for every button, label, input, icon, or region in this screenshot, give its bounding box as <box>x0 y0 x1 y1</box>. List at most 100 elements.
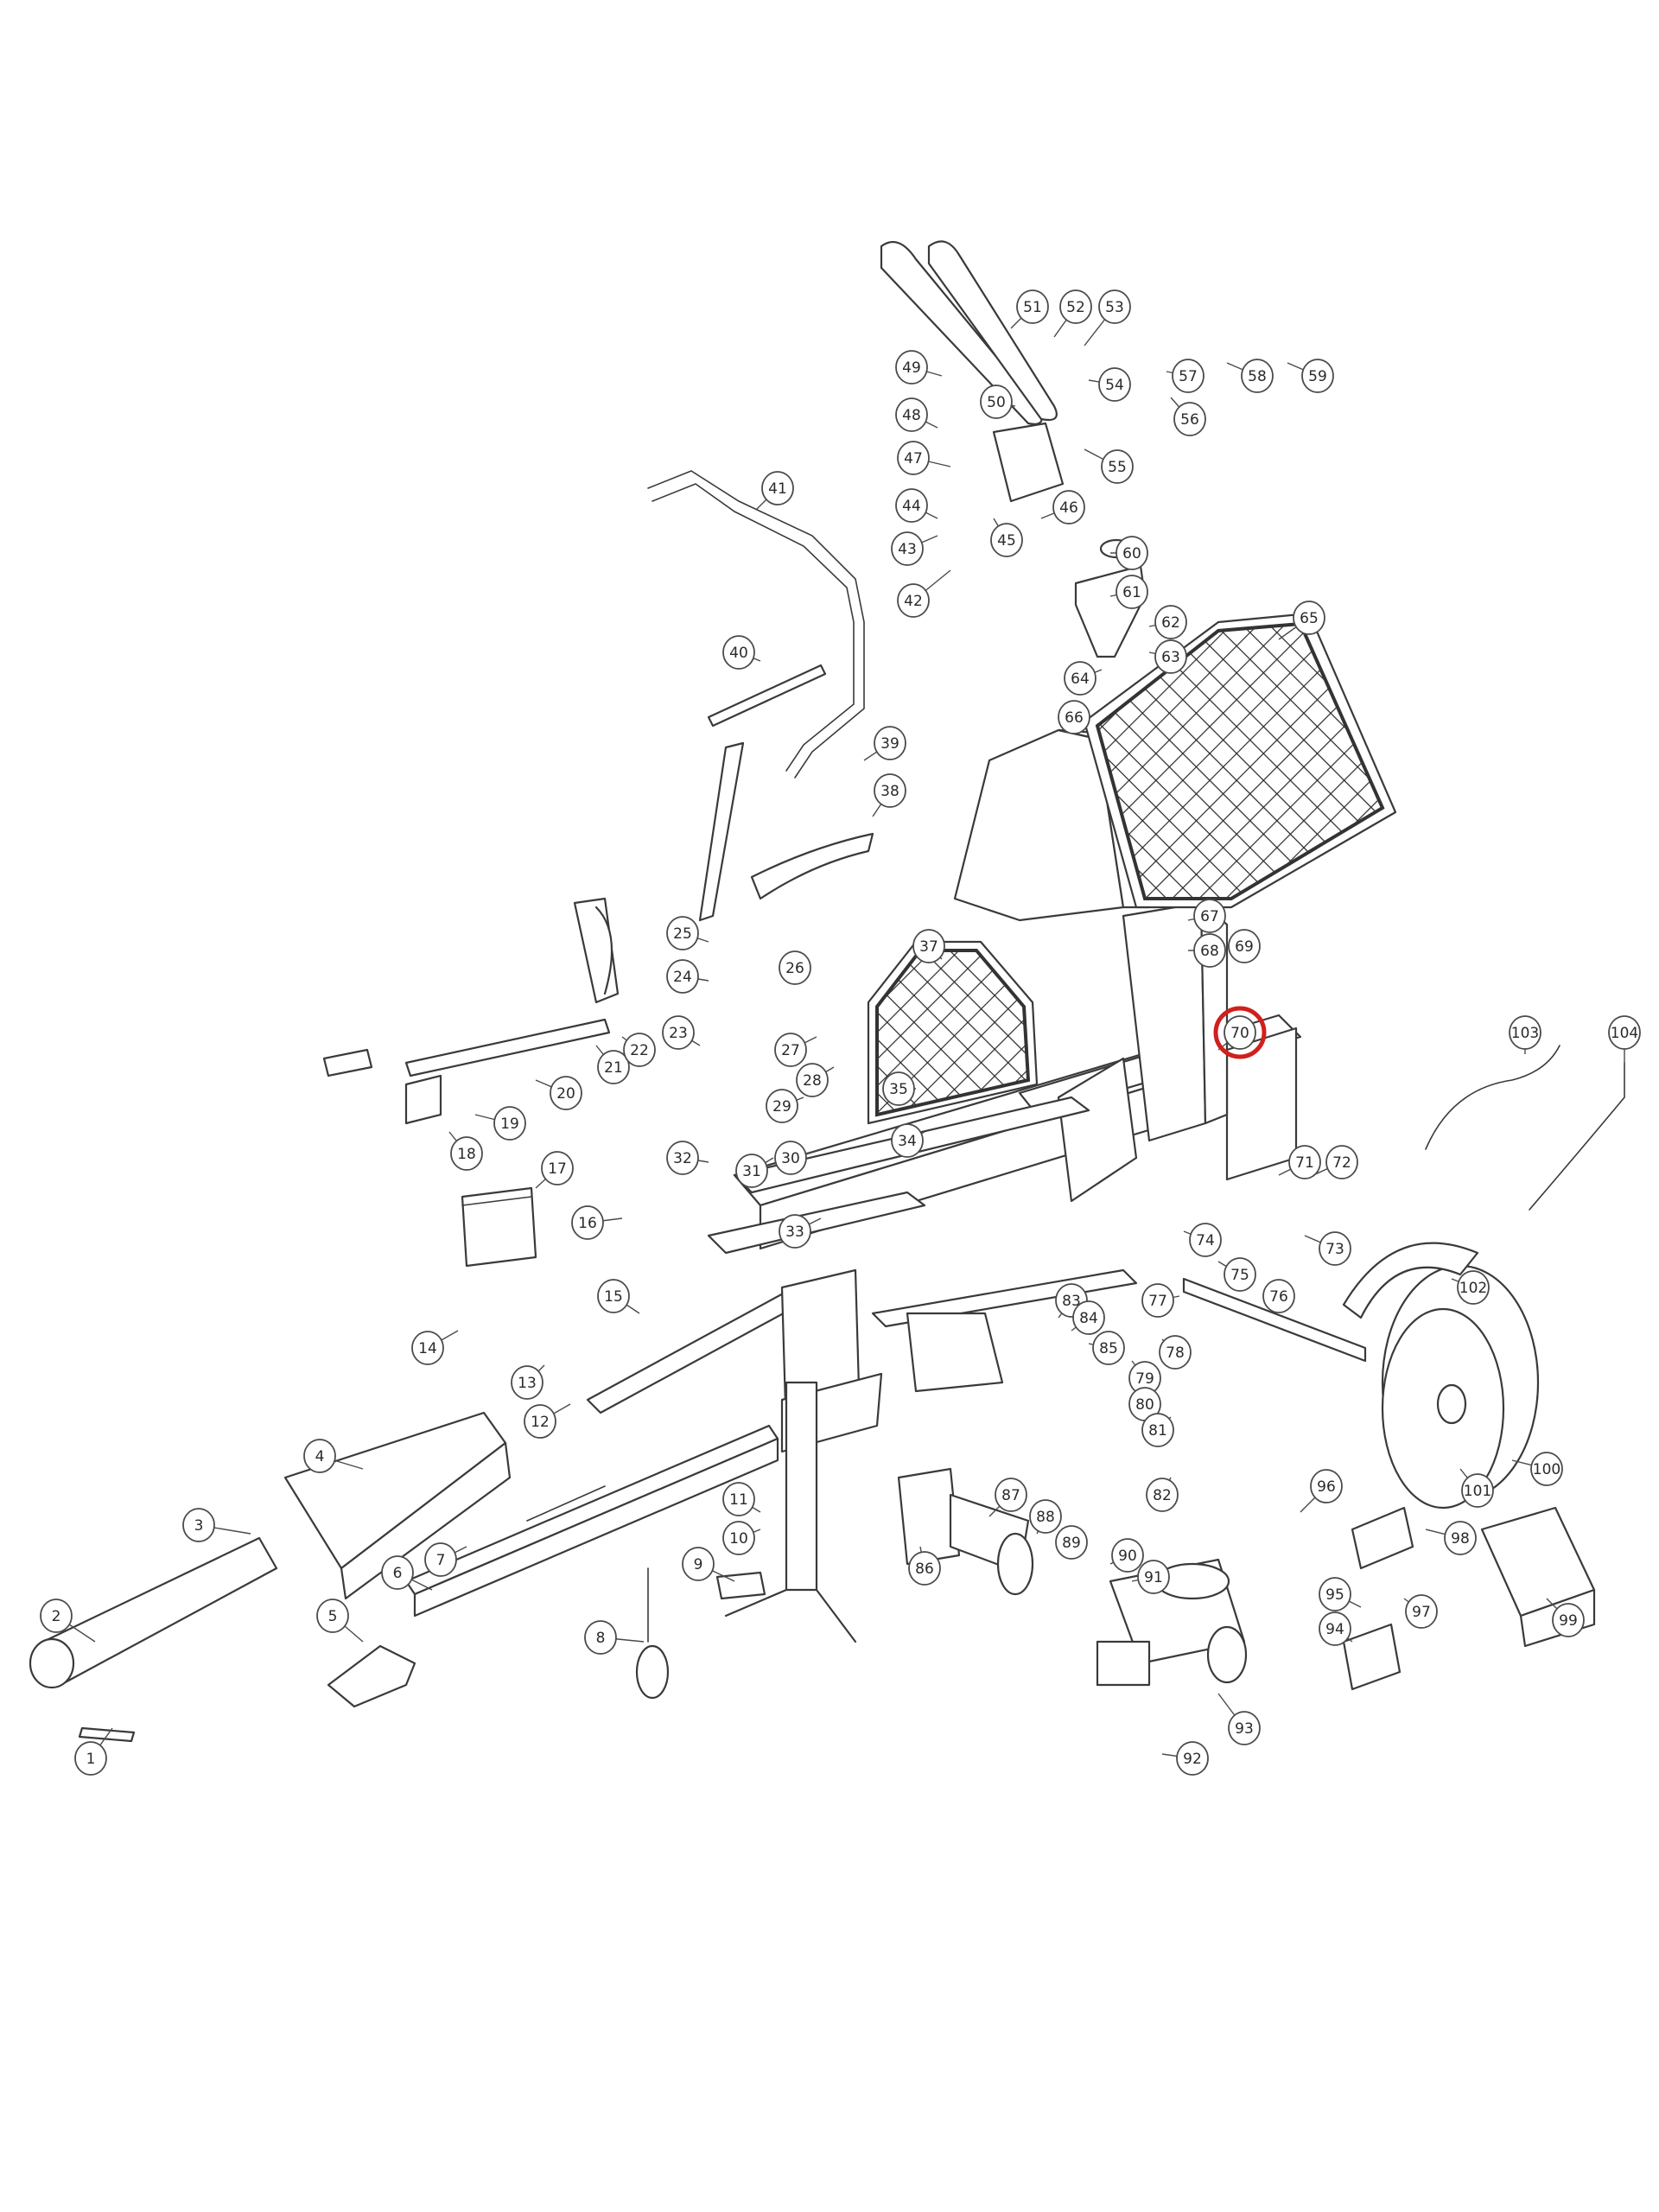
callout-number: 72 <box>1332 1154 1351 1172</box>
jack-8 <box>635 1567 670 1700</box>
callout-number: 91 <box>1144 1569 1163 1586</box>
callout-25: 25 <box>666 916 709 950</box>
callout-55: 55 <box>1084 448 1134 484</box>
callout-number: 9 <box>694 1556 703 1573</box>
callout-14: 14 <box>411 1330 459 1365</box>
callout-bubble <box>1098 367 1131 402</box>
callout-number: 75 <box>1230 1267 1249 1284</box>
callout-42: 42 <box>897 569 951 618</box>
rack-38 <box>750 832 874 900</box>
callout-number: 38 <box>880 783 899 800</box>
callout-51: 51 <box>1010 289 1049 329</box>
callout-78: 78 <box>1159 1335 1192 1370</box>
callout-bubble <box>1405 1594 1438 1629</box>
callout-bubble <box>1159 1335 1192 1370</box>
callout-bubble <box>666 959 699 994</box>
callout-number: 85 <box>1099 1340 1118 1357</box>
callout-bubble <box>1176 1741 1209 1776</box>
callout-bubble <box>541 1151 574 1185</box>
callout-number: 77 <box>1148 1293 1167 1310</box>
callout-23: 23 <box>662 1015 701 1050</box>
callout-95: 95 <box>1319 1577 1362 1611</box>
callout-number: 87 <box>1001 1487 1020 1504</box>
callout-18: 18 <box>448 1131 483 1171</box>
callout-number: 53 <box>1105 299 1124 316</box>
callout-number: 97 <box>1412 1604 1431 1621</box>
callout-bubble <box>682 1547 715 1581</box>
callout-bubble <box>597 1279 630 1313</box>
callout-number: 62 <box>1161 614 1180 632</box>
callout-number: 39 <box>880 735 899 753</box>
callout-number: 45 <box>997 532 1016 550</box>
callout-bubble <box>1293 601 1325 635</box>
callout-72: 72 <box>1313 1145 1358 1179</box>
callout-10: 10 <box>722 1521 761 1555</box>
callout-number: 27 <box>781 1042 800 1059</box>
valve-98 <box>1342 1506 1414 1691</box>
callout-73: 73 <box>1304 1231 1351 1266</box>
callout-99: 99 <box>1546 1598 1585 1637</box>
callout-bubble <box>774 1141 807 1175</box>
callout-48: 48 <box>895 397 938 432</box>
callout-82: 82 <box>1146 1477 1179 1512</box>
callout-bubble <box>895 397 928 432</box>
callout-bubble <box>1058 700 1090 734</box>
callout-61: 61 <box>1109 575 1148 609</box>
callout-bubble <box>1509 1015 1541 1050</box>
callout-bubble <box>411 1331 444 1365</box>
chain-bar-49 <box>880 240 1065 503</box>
callout-number: 1 <box>86 1751 96 1768</box>
callout-bubble <box>1064 661 1096 696</box>
callout-17: 17 <box>535 1151 574 1189</box>
callout-number: 54 <box>1105 377 1124 394</box>
callout-bubble <box>1154 639 1187 674</box>
callout-63: 63 <box>1148 639 1187 674</box>
callout-number: 44 <box>902 498 921 515</box>
callout-bubble <box>897 583 930 618</box>
callout-79: 79 <box>1128 1360 1161 1395</box>
callout-9: 9 <box>682 1547 735 1582</box>
callout-62: 62 <box>1148 605 1187 639</box>
callout-number: 98 <box>1451 1530 1470 1548</box>
callout-bubble <box>891 1123 924 1158</box>
callout-bubble <box>735 1154 768 1188</box>
callout-bubble <box>424 1542 457 1577</box>
callout-86: 86 <box>908 1546 941 1586</box>
callout-34: 34 <box>891 1123 925 1158</box>
callout-number: 20 <box>556 1085 575 1103</box>
callout-number: 67 <box>1200 908 1219 925</box>
callout-bubble <box>874 773 906 808</box>
callout-number: 84 <box>1079 1310 1098 1327</box>
callout-bubble <box>74 1741 107 1776</box>
callout-2: 2 <box>40 1599 96 1643</box>
axle-76 <box>1182 1277 1367 1363</box>
callout-91: 91 <box>1131 1560 1170 1594</box>
callout-number: 90 <box>1118 1548 1137 1565</box>
callout-number: 10 <box>729 1530 748 1548</box>
callout-57: 57 <box>1166 359 1205 393</box>
callout-bubble <box>1288 1145 1321 1179</box>
callout-102: 102 <box>1451 1270 1490 1305</box>
callout-number: 26 <box>785 960 804 977</box>
callout-bubble <box>774 1033 807 1067</box>
callout-35: 35 <box>882 1071 916 1106</box>
callout-number: 12 <box>531 1414 550 1431</box>
callout-94: 94 <box>1319 1611 1353 1646</box>
callout-number: 80 <box>1135 1396 1154 1414</box>
callout-number: 28 <box>803 1072 822 1090</box>
callout-bubble <box>1301 359 1334 393</box>
callout-49: 49 <box>895 350 943 385</box>
callout-bubble <box>597 1050 630 1084</box>
callout-bubble <box>882 1071 915 1106</box>
callout-bubble <box>1172 359 1205 393</box>
callout-28: 28 <box>796 1063 835 1097</box>
callout-24: 24 <box>666 959 709 994</box>
callout-44: 44 <box>895 488 938 523</box>
callout-54: 54 <box>1088 367 1131 402</box>
callout-38: 38 <box>872 773 906 817</box>
callout-71: 71 <box>1278 1145 1321 1179</box>
callout-bubble <box>908 1551 941 1586</box>
callout-number: 73 <box>1325 1241 1344 1258</box>
callout-76: 76 <box>1262 1279 1295 1313</box>
